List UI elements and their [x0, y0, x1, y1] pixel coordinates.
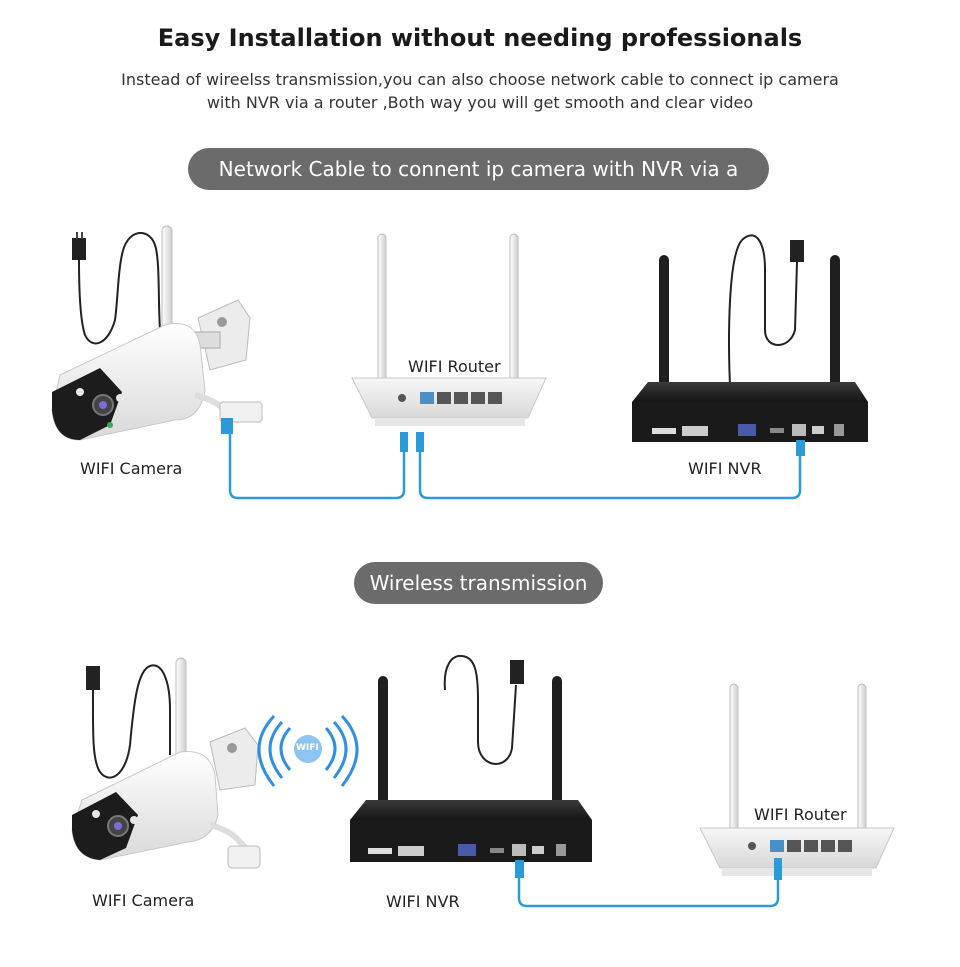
wifi-signal-icon	[257, 714, 359, 787]
subtitle-line-2: with NVR via a router ,Both way you will…	[206, 93, 754, 112]
camera-icon	[71, 657, 261, 869]
wireless-router-label: WIFI Router	[754, 805, 847, 824]
cable-router-nvr	[418, 452, 802, 500]
router-icon	[351, 233, 547, 452]
wired-nvr-label: WIFI NVR	[688, 459, 762, 478]
wired-section-pill: Network Cable to connent ip camera with …	[188, 148, 769, 223]
router-icon	[699, 683, 895, 880]
wireless-section-pill: Wireless transmission	[354, 562, 603, 604]
wifi-badge-label: WIFI	[296, 743, 319, 753]
subtitle-line-1: Instead of wireelss transmission,you can…	[121, 70, 839, 89]
page-title: Easy Installation without needing profes…	[157, 24, 803, 52]
wireless-nvr-label: WIFI NVR	[386, 892, 460, 911]
wired-router-label: WIFI Router	[408, 357, 501, 376]
power-adapter-icon	[72, 232, 161, 345]
cable-nvr-router	[517, 878, 780, 908]
power-adapter-icon	[86, 664, 171, 779]
page-subtitle: Instead of wireelss transmission,you can…	[0, 68, 960, 114]
wireless-camera-label: WIFI Camera	[92, 891, 195, 910]
nvr-icon	[350, 654, 592, 878]
wired-camera-label: WIFI Camera	[80, 459, 183, 478]
nvr-icon	[632, 234, 868, 456]
cable-camera-router	[228, 434, 406, 500]
camera-icon	[51, 225, 263, 441]
